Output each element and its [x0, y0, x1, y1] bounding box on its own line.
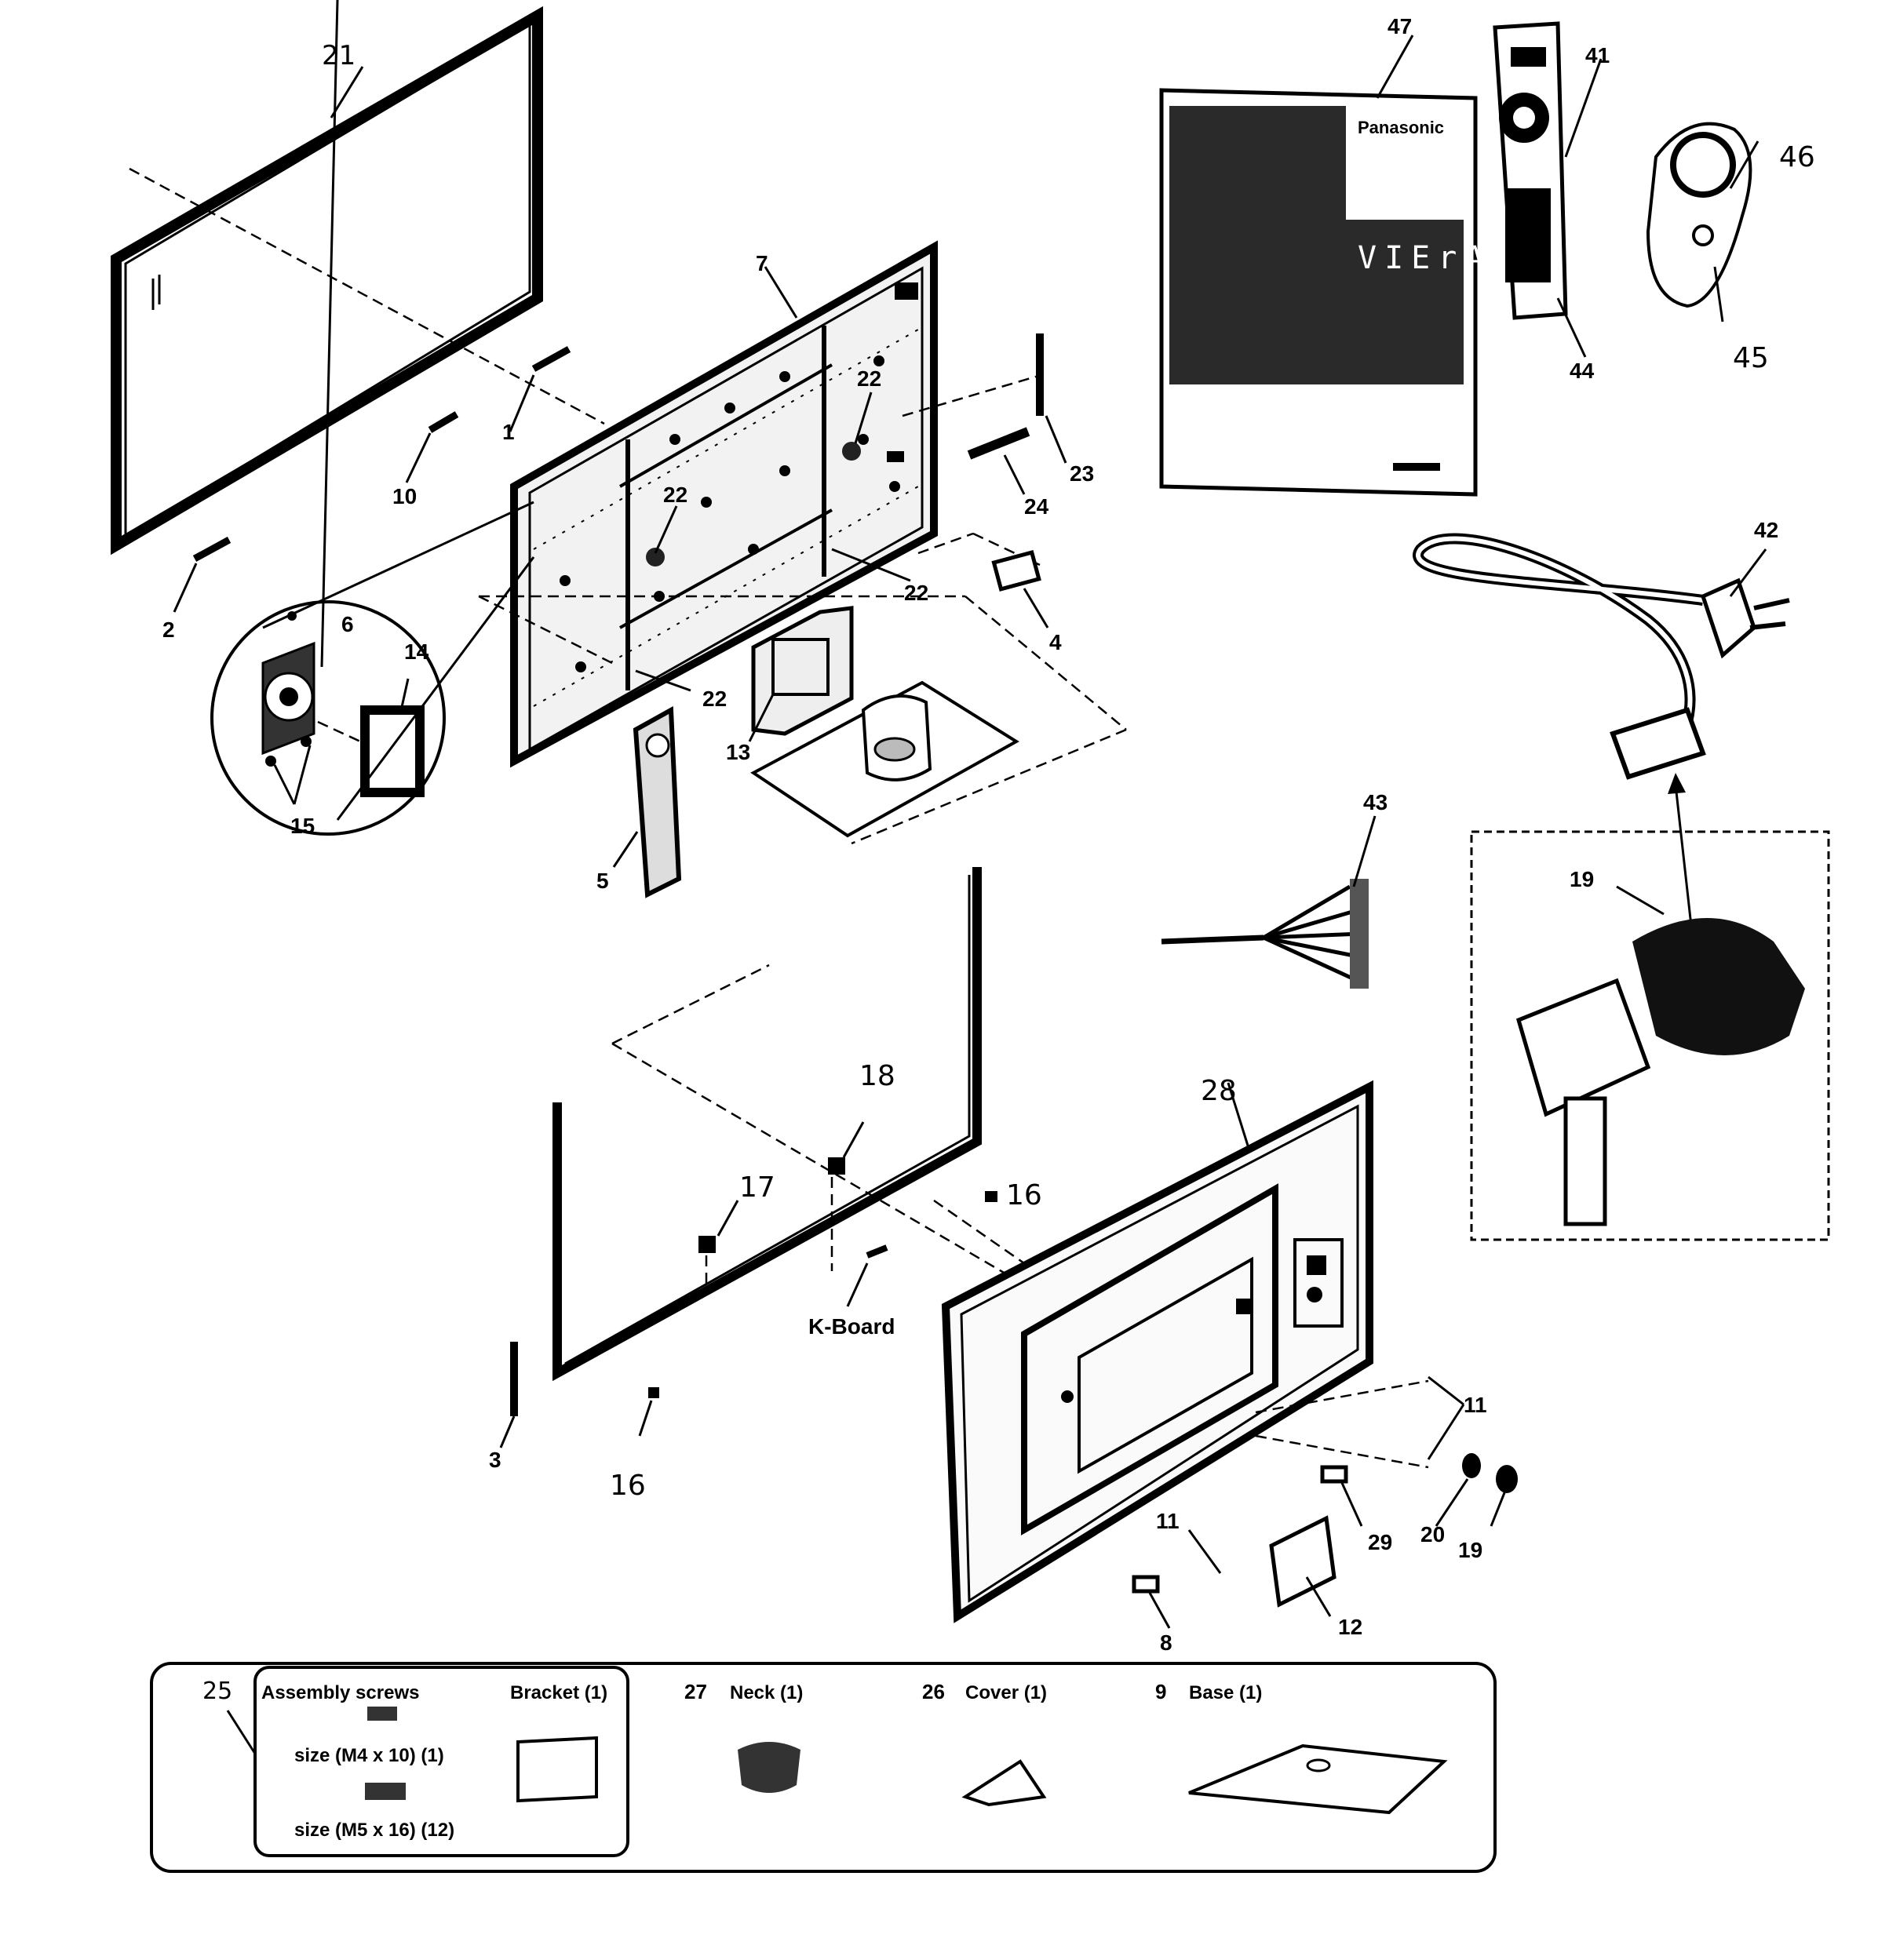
k-board [866, 1244, 888, 1259]
callout-26: 26 [922, 1680, 945, 1703]
cover-title: Cover (1) [965, 1682, 1047, 1703]
front-bezel-part-21 [111, 5, 543, 556]
callout-18: 18 [859, 1060, 895, 1092]
callout-16-b: 16 [610, 1470, 646, 1502]
callout-45: 45 [1733, 342, 1769, 374]
callout-12: 12 [1338, 1615, 1362, 1639]
part-4-connector [991, 550, 1041, 592]
callout-11-b: 11 [1156, 1509, 1180, 1533]
part-20-washer [1462, 1453, 1481, 1478]
part-23-strip [1036, 333, 1044, 416]
screws-title: Assembly screws [261, 1682, 419, 1703]
callout-25: 25 [202, 1678, 232, 1705]
callout-7: 7 [756, 251, 768, 275]
rear-frame-strip [552, 867, 982, 1382]
callout-10: 10 [392, 484, 417, 508]
bracket-title: Bracket (1) [510, 1682, 607, 1703]
manual-product-name: VIErA [1358, 240, 1491, 276]
part-10-bar [428, 411, 459, 433]
callout-21: 21 [322, 40, 356, 71]
remote-control-part-44 [1493, 21, 1568, 320]
callout-14: 14 [404, 639, 429, 664]
callout-16-a: 16 [1006, 1179, 1042, 1211]
callout-28: 28 [1201, 1075, 1237, 1107]
callout-5: 5 [596, 869, 609, 893]
callout-13: 13 [726, 740, 750, 764]
callout-15: 15 [290, 814, 315, 838]
base-title: Base (1) [1189, 1682, 1262, 1703]
part-19-screw [1496, 1465, 1518, 1493]
callout-22-d: 22 [702, 687, 727, 711]
callout-20: 20 [1420, 1522, 1445, 1547]
screw-size-1: size (M4 x 10) (1) [294, 1745, 444, 1766]
callout-41: 41 [1585, 43, 1610, 67]
callout-47: 47 [1388, 14, 1412, 38]
callout-8: 8 [1160, 1630, 1172, 1655]
pointer-remote-part-45 [1646, 122, 1752, 308]
part-17-clip [698, 1236, 716, 1253]
stand-assembly [750, 606, 1019, 838]
callout-9: 9 [1155, 1680, 1166, 1703]
part-12-plate [1269, 1515, 1336, 1608]
detail-circle-speaker-parts [210, 600, 446, 836]
manual-brand: Panasonic [1358, 118, 1444, 137]
accessories-box [150, 1662, 1497, 1873]
part-18-clip [828, 1157, 845, 1175]
callout-22-b: 22 [663, 483, 687, 507]
part-29-cap [1320, 1465, 1348, 1484]
rear-cabinet-part-28 [941, 1080, 1373, 1623]
power-cord-part-42 [1413, 533, 1790, 780]
callout-11-a: 11 [1464, 1393, 1487, 1417]
callout-6: 6 [341, 612, 354, 636]
screw-size-2: size (M5 x 16) (12) [294, 1820, 454, 1841]
neck-title: Neck (1) [730, 1682, 803, 1703]
callout-43: 43 [1363, 790, 1388, 814]
part-16-clip-b [648, 1387, 659, 1398]
callout-19-a: 19 [1570, 867, 1594, 891]
callout-22-c: 22 [904, 581, 928, 605]
callout-17: 17 [739, 1171, 775, 1204]
manual-part-47 [1159, 88, 1478, 497]
part-8-cap [1132, 1575, 1160, 1594]
part-3-strip [510, 1342, 518, 1416]
av-cable-part-43 [1161, 879, 1369, 989]
callout-2: 2 [162, 618, 175, 642]
part-5-bracket [633, 706, 682, 898]
callout-29: 29 [1368, 1530, 1392, 1554]
callout-22-a: 22 [857, 366, 881, 391]
callout-3: 3 [489, 1448, 501, 1472]
callout-27: 27 [684, 1680, 707, 1703]
chassis-frame-part-7 [510, 240, 938, 768]
callout-44: 44 [1570, 359, 1595, 383]
callout-23: 23 [1070, 461, 1094, 486]
part-24-strip [967, 427, 1030, 460]
callout-1: 1 [502, 420, 515, 444]
detail-box-part-19 [1470, 830, 1830, 1241]
callout-46: 46 [1779, 141, 1815, 173]
callout-19-b: 19 [1458, 1538, 1482, 1562]
callout-4: 4 [1049, 630, 1062, 654]
kboard-label: K-Board [808, 1314, 895, 1339]
callout-42: 42 [1754, 518, 1778, 542]
callout-24: 24 [1024, 494, 1049, 519]
part-1-bar [531, 346, 571, 372]
part-2-bar [192, 537, 232, 562]
part-16-clip-a [985, 1191, 997, 1202]
